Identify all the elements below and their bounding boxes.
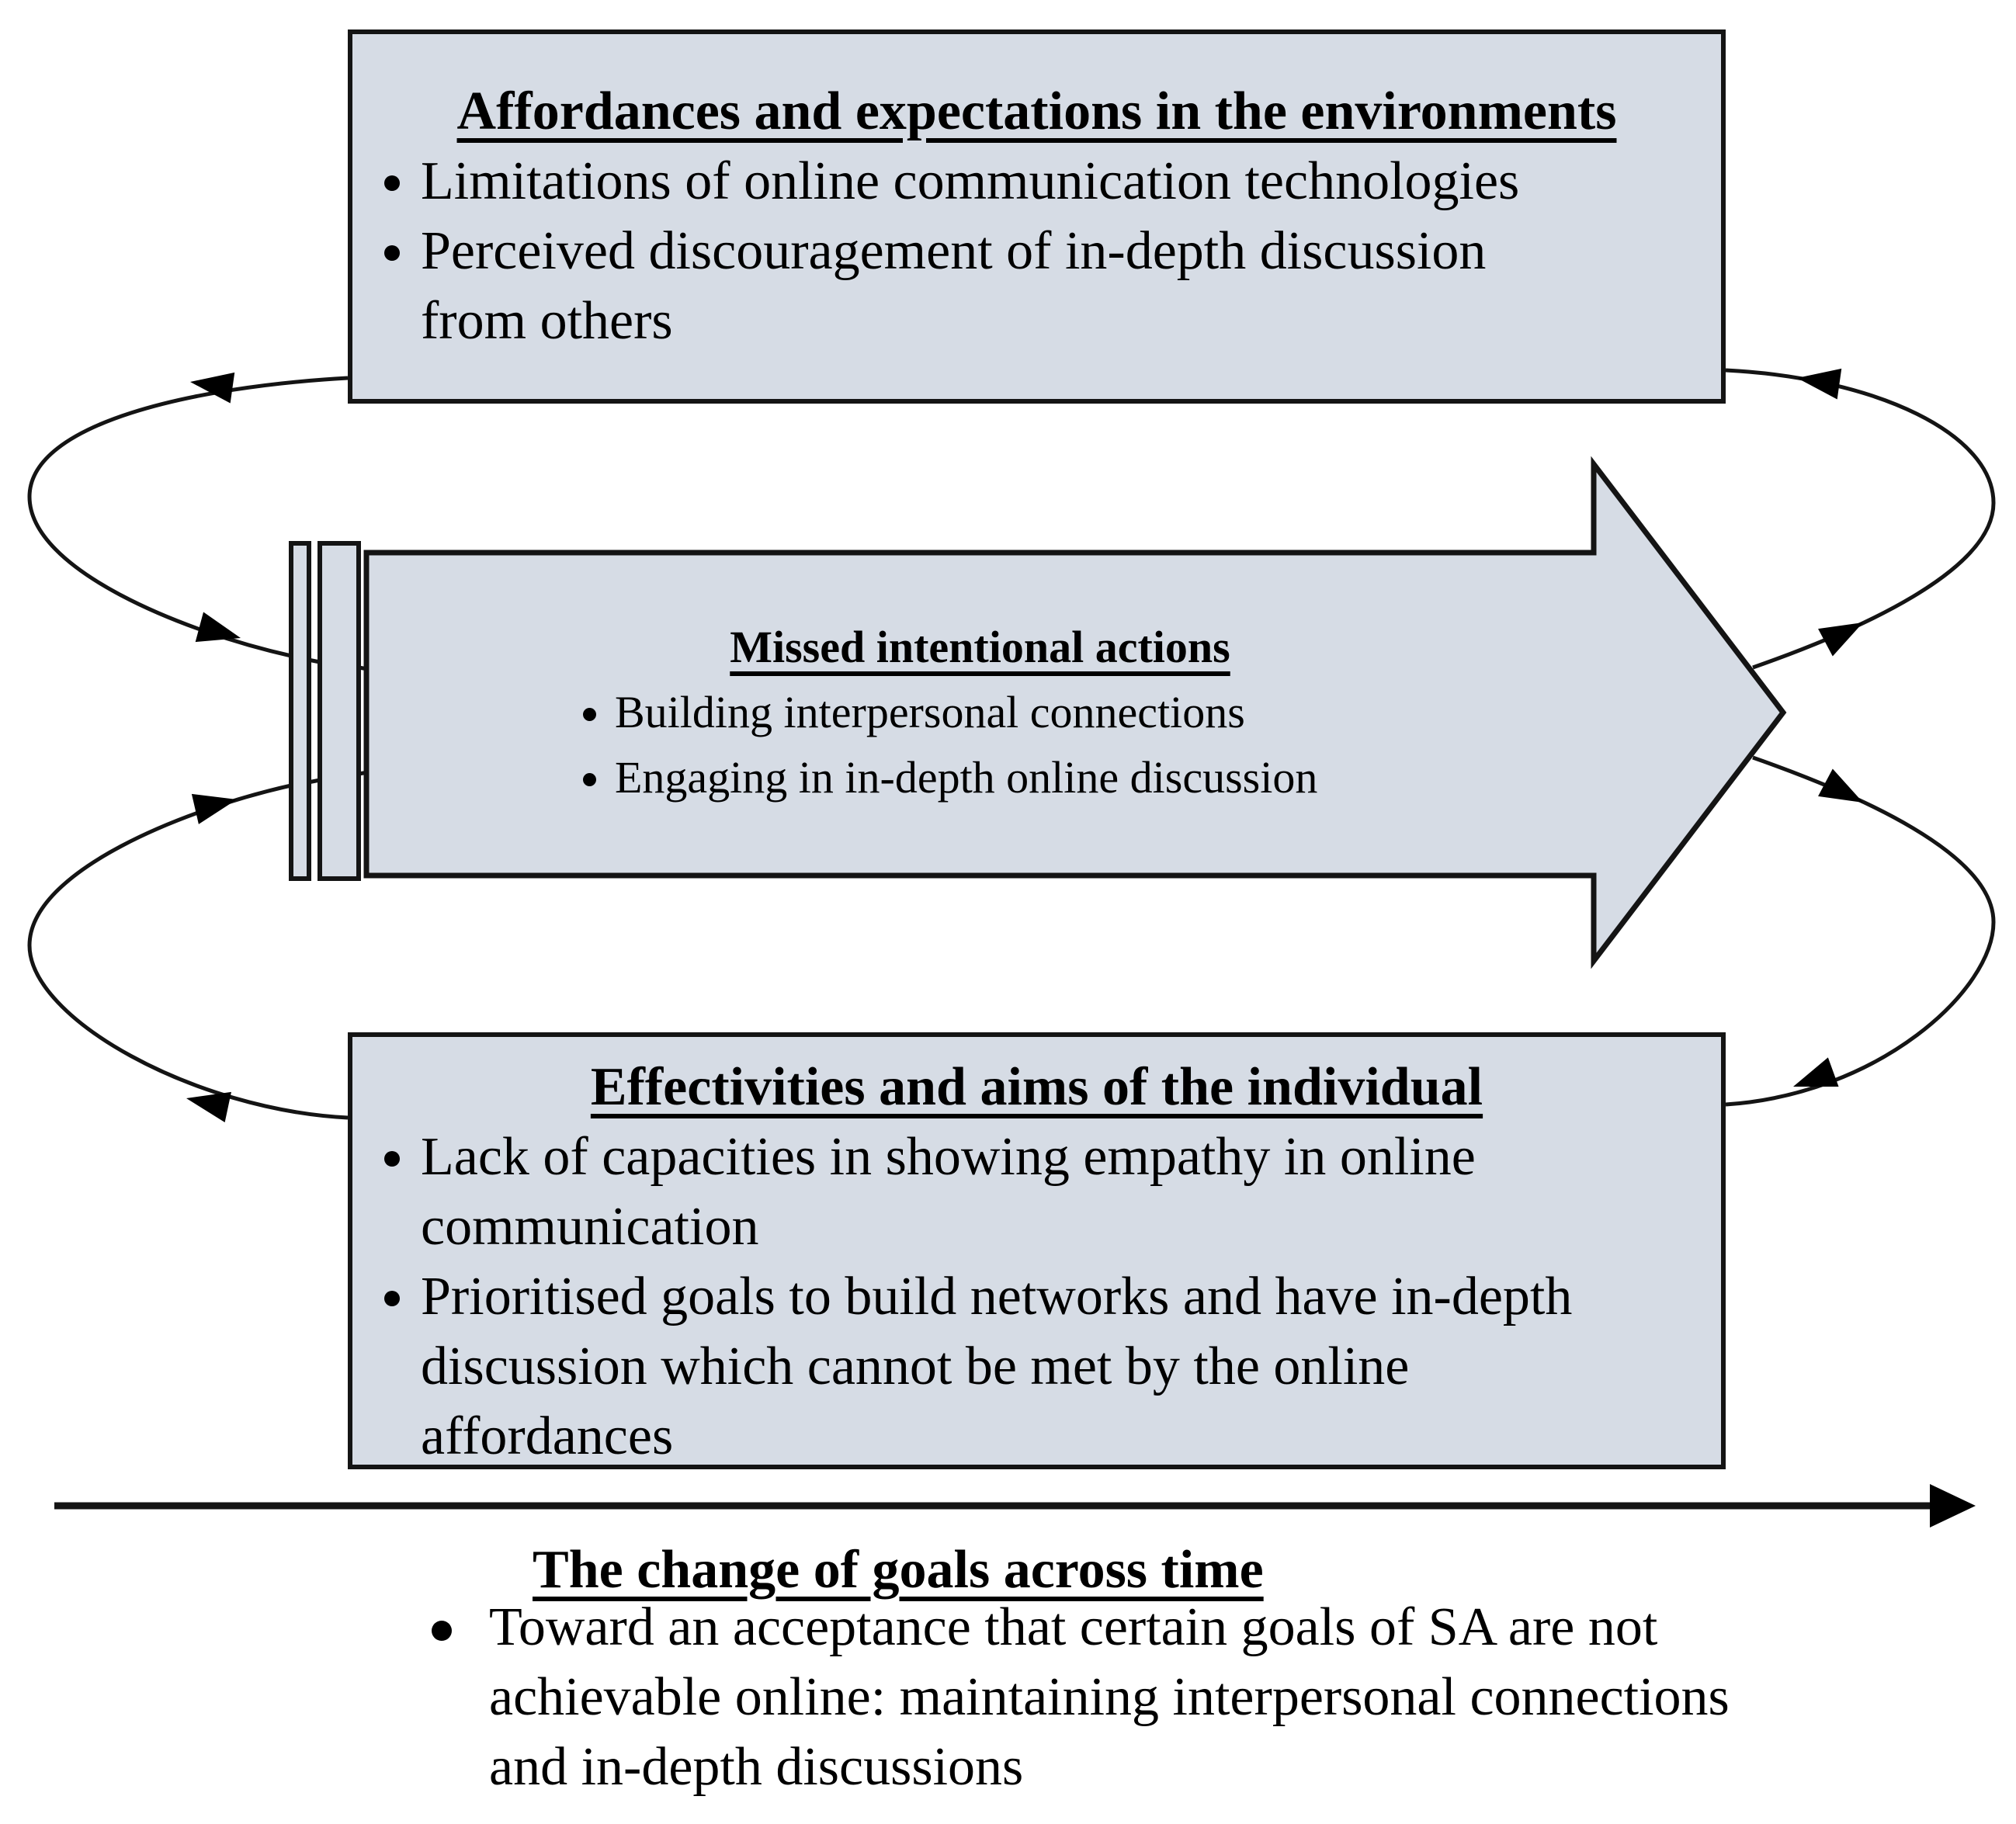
arrow-tail-bar-2: [317, 541, 361, 881]
time-axis-arrowhead-icon: [1930, 1484, 1976, 1528]
effectivities-box-title: Effectivities and aims of the individual: [590, 1057, 1483, 1117]
loop-arc-top-left: [27, 376, 349, 658]
big-right-arrow-shape: [363, 456, 1787, 969]
affordances-box-title: Affordances and expectations in the envi…: [456, 81, 1617, 141]
timeline-title: The change of goals across time: [533, 1540, 1264, 1600]
list-item: Lack of capacities in showing empathy in…: [421, 1122, 1721, 1262]
tail-tick-top-right: [358, 665, 369, 671]
effectivities-box-bullets: Lack of capacities in showing empathy in…: [352, 1122, 1721, 1472]
loop-arrowhead-icon: [1797, 368, 1842, 400]
arrow-tail-bar-1: [289, 541, 311, 881]
timeline-bullet-text: Toward an acceptance that certain goals …: [489, 1597, 1730, 1797]
loop-arrowhead-icon: [190, 372, 235, 404]
loop-arrowhead-icon: [191, 793, 237, 824]
list-item: Prioritised goals to build networks and …: [421, 1262, 1721, 1472]
effectivities-box: Effectivities and aims of the individual…: [348, 1032, 1726, 1469]
loop-arc-bottom-right: [1725, 755, 1996, 1107]
affordances-box: Affordances and expectations in the envi…: [348, 29, 1726, 404]
list-item: Building interpersonal connections: [615, 680, 1594, 745]
list-item: Perceived discouragement of in-depth dis…: [421, 217, 1721, 356]
affordances-box-bullets: Limitations of online communication tech…: [352, 147, 1721, 356]
loop-arrowhead-icon: [1793, 1057, 1839, 1087]
bullet-dot-icon: [432, 1621, 452, 1641]
missed-actions-title: Missed intentional actions: [730, 622, 1230, 672]
loop-arrowhead-icon: [186, 1091, 231, 1122]
loop-arc-bottom-left: [27, 783, 349, 1120]
tail-tick-bottom-right: [358, 770, 369, 776]
loop-arrowhead-icon: [195, 612, 241, 643]
loop-arc-top-right: [1725, 368, 1996, 670]
tail-tick-top-left: [307, 657, 321, 664]
missed-actions-arrow-content: Missed intentional actions Building inte…: [366, 553, 1594, 876]
loop-arrowhead-icon: [1818, 768, 1863, 803]
loop-arrowhead-icon: [1818, 622, 1863, 657]
missed-actions-bullets: Building interpersonal connections Engag…: [366, 680, 1594, 810]
tail-tick-bottom-left: [307, 778, 321, 785]
list-item: Limitations of online communication tech…: [421, 147, 1721, 217]
list-item: Engaging in in-depth online discussion: [615, 745, 1594, 810]
